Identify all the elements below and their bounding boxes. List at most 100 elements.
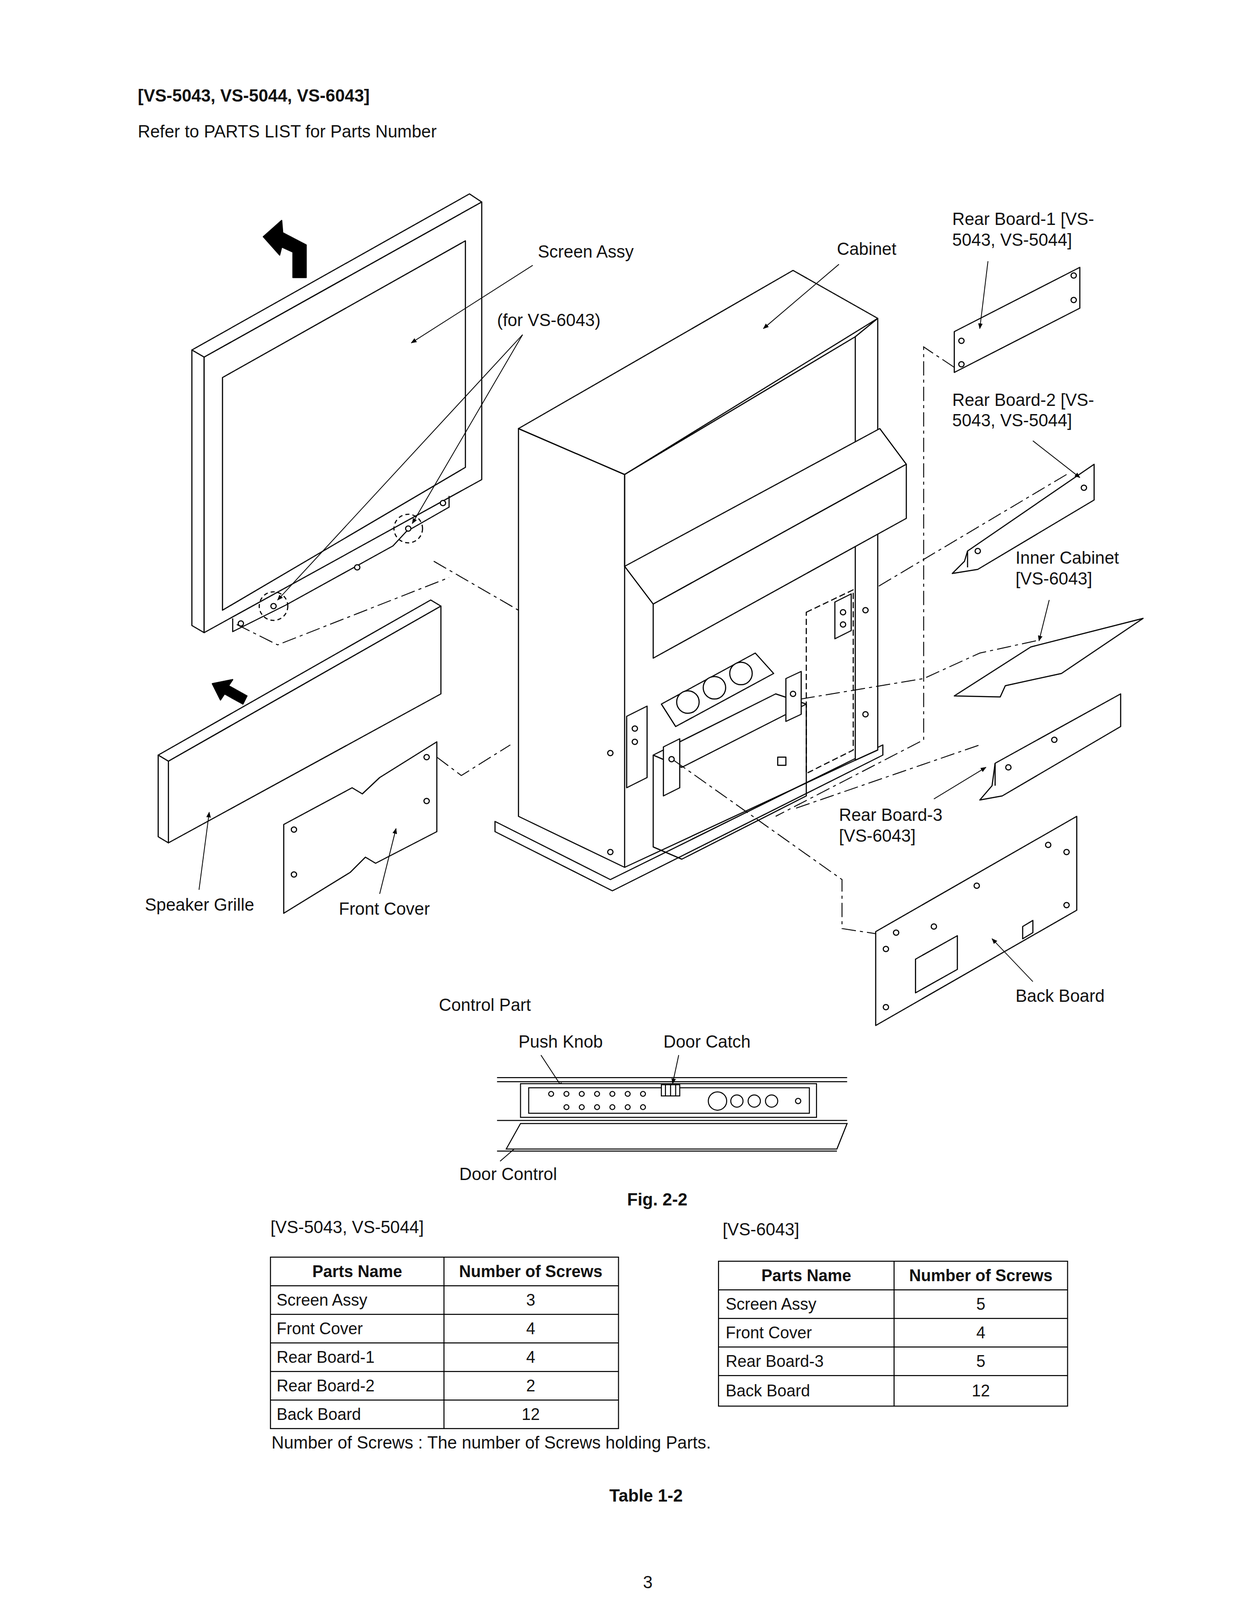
cabinet-drawing [663, 738, 680, 797]
part-label: Refer to PARTS LIST for Parts Number [137, 121, 437, 143]
screen-assy-drawing [440, 500, 446, 506]
table-grid [270, 1257, 619, 1429]
screen-assy-drawing [394, 514, 423, 543]
table-cell: 5 [976, 1294, 986, 1315]
rear-board-drawing [979, 694, 1121, 801]
part-label: Door Catch [663, 1031, 751, 1053]
rear-board-drawing [967, 551, 969, 568]
screen-assy-drawing [263, 220, 307, 278]
cabinet-drawing [632, 739, 638, 745]
cabinet-drawing [862, 711, 869, 718]
cabinet-drawing [806, 590, 854, 774]
cabinet-drawing [653, 464, 907, 659]
table-cell: Number of Screws [909, 1266, 1053, 1286]
table-cell: 12 [521, 1404, 540, 1425]
cabinet-drawing [626, 706, 648, 788]
table-cell: 5 [976, 1351, 986, 1372]
back-board-drawing [915, 935, 958, 993]
front-cover-drawing [291, 871, 297, 878]
leader-lines [933, 767, 987, 800]
part-label: 3 [643, 1572, 653, 1594]
table-grid [893, 1261, 895, 1407]
table-cell: 4 [526, 1347, 536, 1368]
part-label: Front Cover [338, 899, 431, 920]
screen-assy-drawing [354, 564, 361, 571]
control-part-drawing [748, 1095, 761, 1108]
part-label: Table 1-2 [609, 1486, 683, 1507]
table-cell: 2 [526, 1376, 536, 1396]
rear-board-drawing [1005, 764, 1012, 771]
part-label: [VS-5043, VS-5044] [270, 1217, 424, 1239]
cabinet-drawing [624, 474, 626, 567]
leader-lines [199, 261, 1081, 1162]
part-label: Inner Cabinet [VS-6043] [1015, 547, 1152, 590]
control-part-drawing [708, 1092, 728, 1111]
part-label: Rear Board-1 [VS-5043, VS-5044] [952, 209, 1120, 251]
front-cover-drawing [424, 754, 430, 761]
back-board-drawing [1022, 920, 1034, 940]
control-part-drawing [594, 1104, 600, 1110]
part-label: Screen Assy [537, 241, 634, 263]
cabinet-drawing [607, 750, 614, 757]
cabinet-drawing [729, 662, 753, 685]
table-grid [270, 1342, 619, 1344]
control-part-drawing [664, 1085, 666, 1097]
cabinet-drawing [703, 676, 726, 700]
control-part-drawing [497, 1081, 848, 1083]
control-part-drawing [497, 1150, 837, 1152]
table-grid [270, 1314, 619, 1316]
table-cell: Rear Board-1 [276, 1347, 375, 1368]
control-part-drawing [497, 1119, 848, 1121]
leader-lines [1032, 440, 1081, 478]
cabinet-drawing [862, 607, 869, 614]
back-board-drawing [1063, 902, 1070, 909]
control-part-drawing [625, 1104, 631, 1110]
front-cover-drawing [291, 826, 297, 833]
dash-dot-lines [775, 347, 955, 817]
rear-board-drawing [994, 763, 996, 787]
screen-assy-drawing [222, 240, 466, 611]
cabinet-drawing [624, 760, 856, 868]
part-label: Fig. 2-2 [626, 1189, 688, 1211]
dash-dot-lines [436, 745, 511, 777]
table-grid [718, 1318, 1068, 1320]
part-label: Rear Board-3 [VS-6043] [839, 805, 976, 847]
control-part-drawing [563, 1104, 569, 1110]
table-grid [718, 1261, 1068, 1407]
rear-board-drawing [1070, 297, 1077, 304]
rear-board-drawing [1051, 737, 1057, 743]
cabinet-drawing [653, 704, 807, 860]
front-cover-drawing [283, 742, 438, 914]
table-grid [718, 1346, 1068, 1348]
dash-dot-lines [801, 640, 1037, 700]
control-part-drawing [625, 1091, 631, 1097]
screen-assy-drawing [405, 526, 411, 532]
cabinet-drawing [790, 691, 796, 697]
rear-board-drawing [975, 548, 981, 554]
dash-dot-lines [236, 347, 1067, 934]
rear-board-drawing [1070, 273, 1077, 279]
cabinet-drawing [835, 594, 852, 640]
rear-board-drawing [954, 267, 1081, 373]
table-cell: Rear Board-3 [725, 1351, 824, 1372]
leader-lines [672, 1055, 680, 1085]
cabinet-drawing [632, 726, 638, 732]
part-label: [VS-6043] [722, 1219, 800, 1241]
cabinet-drawing [518, 270, 878, 475]
control-part-drawing [730, 1095, 744, 1108]
cabinet-drawing [676, 690, 700, 714]
illustration [158, 194, 1144, 1027]
table-cell: Parts Name [312, 1261, 402, 1282]
table-cell: Screen Assy [725, 1294, 817, 1315]
part-label: Push Knob [518, 1031, 603, 1053]
leader-lines [379, 828, 397, 895]
leader-lines [277, 334, 523, 601]
control-part-drawing [669, 1085, 671, 1097]
part-label: Door Control [459, 1164, 558, 1186]
control-part-drawing [674, 1085, 676, 1097]
screen-assy-drawing [204, 202, 482, 634]
table-cell: 12 [971, 1381, 990, 1401]
table-grid [270, 1371, 619, 1373]
table-cell: Front Cover [725, 1323, 812, 1343]
rear-board-drawing [952, 267, 1144, 801]
